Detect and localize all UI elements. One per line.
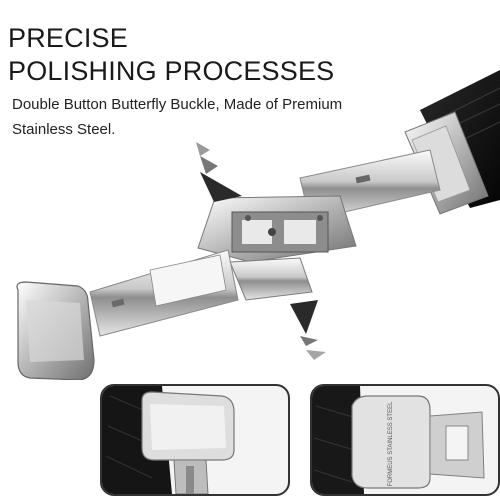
headline: PRECISE POLISHING PROCESSES xyxy=(8,22,334,88)
arrow-bottom-icon xyxy=(290,300,326,360)
buckle-closeup-right: FORMEUS STAINLESS STEEL xyxy=(312,386,485,494)
buckle-photo xyxy=(16,70,500,380)
arrow-top-icon xyxy=(196,142,242,202)
headline-line-1: PRECISE xyxy=(8,23,128,53)
deployant-band-left xyxy=(89,249,239,337)
inset-photo-left xyxy=(100,384,290,496)
buckle-closeup-left xyxy=(102,386,235,494)
buckle-engraving: FORMEUS STAINLESS STEEL xyxy=(388,401,394,487)
headline-line-2: POLISHING PROCESSES xyxy=(8,56,335,86)
inset-photo-right: FORMEUS STAINLESS STEEL xyxy=(310,384,500,496)
description: Double Button Butterfly Buckle, Made of … xyxy=(12,92,342,142)
butterfly-mechanism xyxy=(197,195,357,301)
description-line-1: Double Button Butterfly Buckle, Made of … xyxy=(12,96,343,113)
description-line-2: Stainless Steel. xyxy=(12,121,116,138)
clasp-end-left xyxy=(16,281,95,380)
